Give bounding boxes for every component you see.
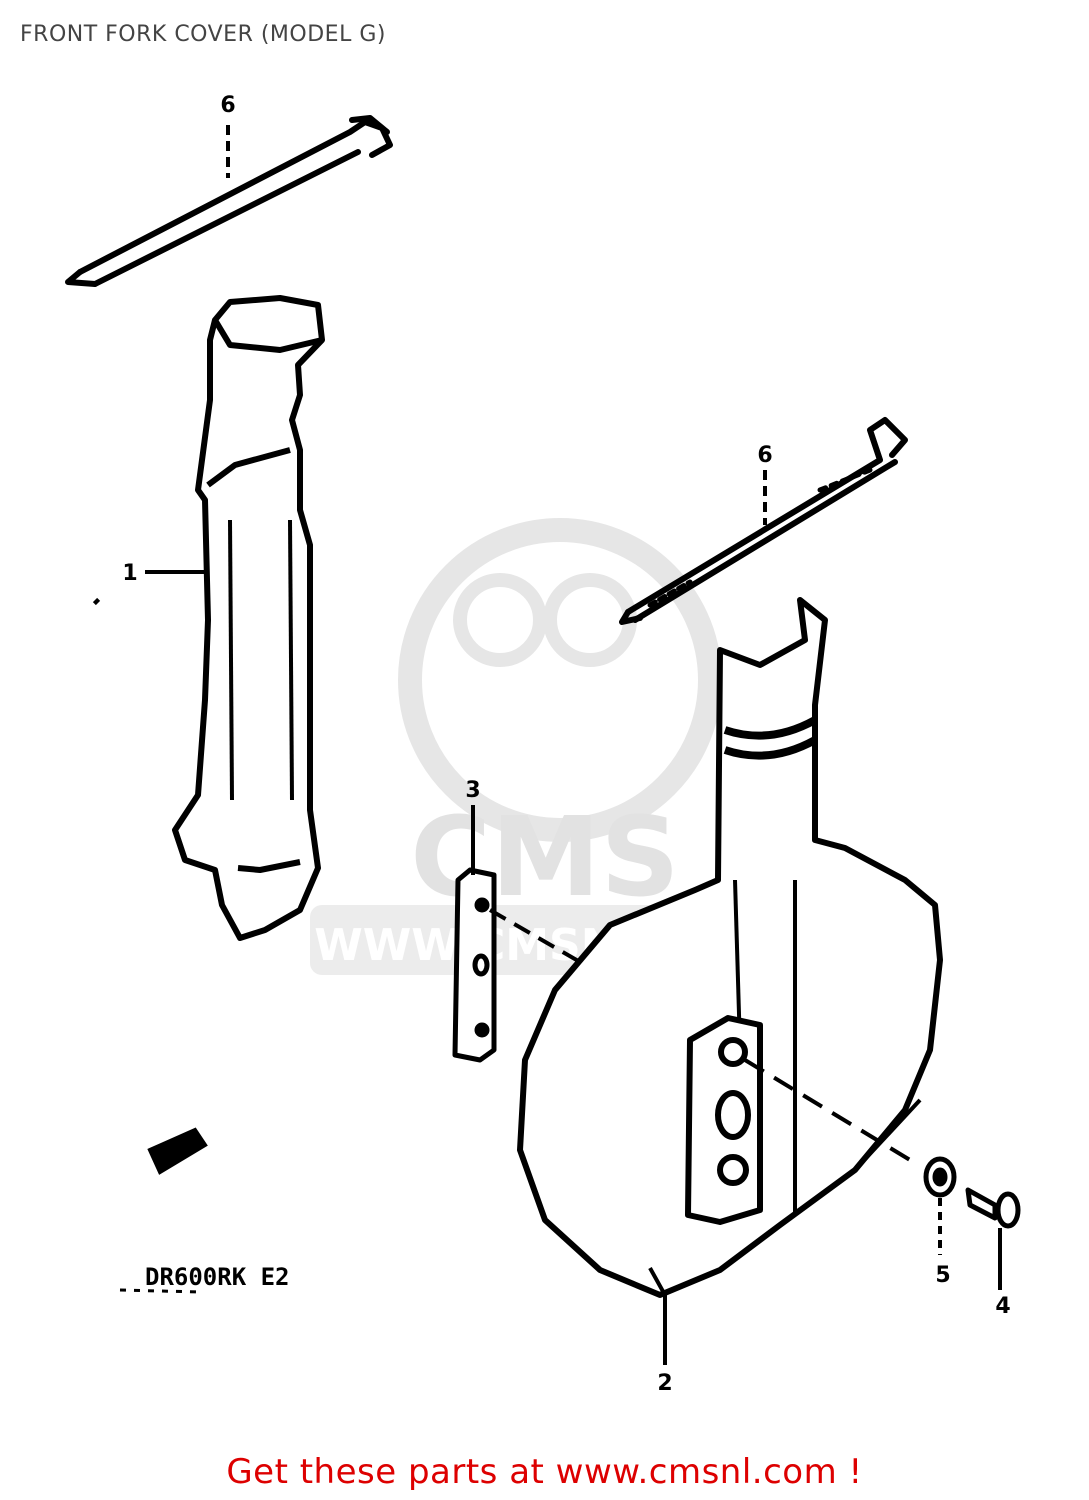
part-1-fork-cover bbox=[172, 295, 325, 941]
watermark-main: CMS bbox=[410, 793, 679, 921]
callout-1: 1 bbox=[122, 561, 137, 586]
page-title: FRONT FORK COVER (MODEL G) bbox=[20, 22, 386, 47]
callout-6-upper: 6 bbox=[220, 93, 235, 118]
callout-5: 5 bbox=[935, 1263, 950, 1288]
model-code: DR600RK E2 bbox=[145, 1263, 290, 1291]
leader-lines bbox=[92, 125, 1002, 1365]
footer-link[interactable]: Get these parts at www.cmsnl.com ! bbox=[226, 1452, 863, 1492]
callout-6-lower: 6 bbox=[757, 443, 772, 468]
callout-3: 3 bbox=[465, 778, 480, 803]
part-4-screw bbox=[965, 1187, 1021, 1229]
callout-labels: 6 6 1 3 5 4 2 bbox=[122, 93, 1010, 1396]
part-5-washer bbox=[923, 1156, 957, 1198]
part-3-bracket bbox=[452, 867, 497, 1063]
callout-4: 4 bbox=[995, 1294, 1010, 1319]
part-6-upper-clip bbox=[65, 115, 393, 287]
loose-fastener bbox=[147, 1127, 208, 1175]
callout-2: 2 bbox=[657, 1371, 672, 1396]
part-2-fork-cover-plate bbox=[517, 597, 943, 1298]
part-6-lower-clip bbox=[619, 417, 908, 625]
